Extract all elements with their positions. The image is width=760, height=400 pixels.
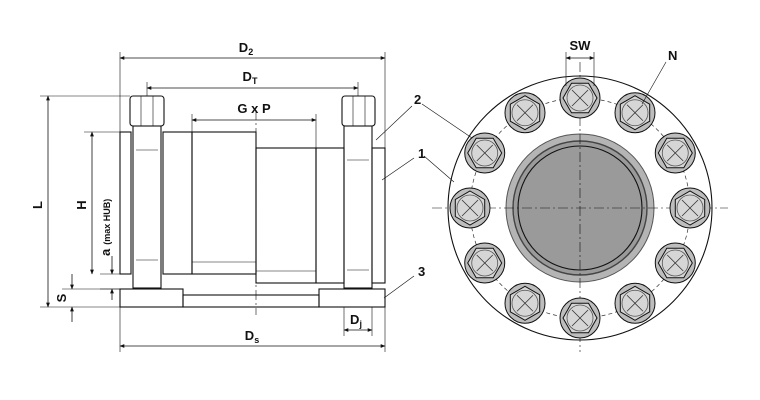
l-label: L (30, 201, 45, 209)
part-callout-3: 3 (383, 264, 425, 299)
callout-n: N (641, 48, 677, 105)
bolt-head (449, 187, 491, 229)
dimension-a: a (max HUB) (98, 199, 120, 300)
dimension-dt: DT (146, 69, 359, 96)
dimension-dj: Dj (343, 307, 373, 336)
bolt-head (614, 282, 656, 324)
gxp-label: G x P (237, 101, 271, 116)
sw-label: SW (570, 38, 592, 53)
svg-text:Ds: Ds (245, 328, 259, 345)
bolt-head (654, 132, 696, 174)
dt-subscript: T (252, 76, 258, 86)
part-number-3: 3 (418, 264, 425, 279)
dimension-d2: D2 (119, 40, 386, 148)
dimension-l: L (30, 95, 130, 308)
bolt-head (559, 77, 601, 119)
dt-label: D (243, 69, 252, 84)
svg-text:Dj: Dj (350, 312, 362, 329)
right-body-section (315, 147, 386, 284)
bolt-head (559, 297, 601, 339)
dimension-h: H (74, 131, 120, 275)
right-bolt (341, 95, 376, 289)
bolt-head (614, 92, 656, 134)
d2-subscript: 2 (248, 47, 253, 57)
svg-text:DT: DT (243, 69, 258, 86)
ds-subscript: s (254, 335, 259, 345)
svg-text:D2: D2 (239, 40, 253, 57)
leader-1-front (423, 155, 455, 183)
bolt-head (464, 132, 506, 174)
dj-subscript: j (358, 319, 362, 329)
bolt-heads (449, 77, 711, 339)
section-view: D2 DT G x P L H (30, 40, 425, 352)
bolt-head (504, 282, 546, 324)
bottom-ring (119, 288, 386, 308)
bolt-head (464, 242, 506, 284)
bolt-head (669, 187, 711, 229)
front-view: SW N (421, 38, 728, 352)
left-body-section (119, 131, 193, 275)
bore-surface (191, 131, 317, 284)
svg-text:a(max HUB): a (max HUB) (98, 199, 113, 256)
dimension-ds: Ds (119, 307, 386, 352)
part-callout-2: 2 (375, 92, 421, 141)
bolt-head (504, 92, 546, 134)
dimension-sw: SW (565, 38, 595, 86)
part-number-1: 1 (418, 146, 425, 161)
dimension-s: S (54, 274, 120, 322)
part-number-2: 2 (414, 92, 421, 107)
part-callout-1: 1 (381, 146, 425, 181)
bolt-head (654, 242, 696, 284)
ds-label: D (245, 328, 254, 343)
a-label: a (98, 248, 113, 256)
left-bolt (129, 95, 165, 289)
s-label: S (54, 293, 69, 302)
h-label: H (74, 200, 89, 209)
dj-label: D (350, 312, 359, 327)
n-label: N (668, 48, 677, 63)
a-note: (max HUB) (102, 199, 112, 245)
dimension-gxp: G x P (191, 101, 317, 148)
d2-label: D (239, 40, 248, 55)
leader-2-front (421, 103, 473, 139)
